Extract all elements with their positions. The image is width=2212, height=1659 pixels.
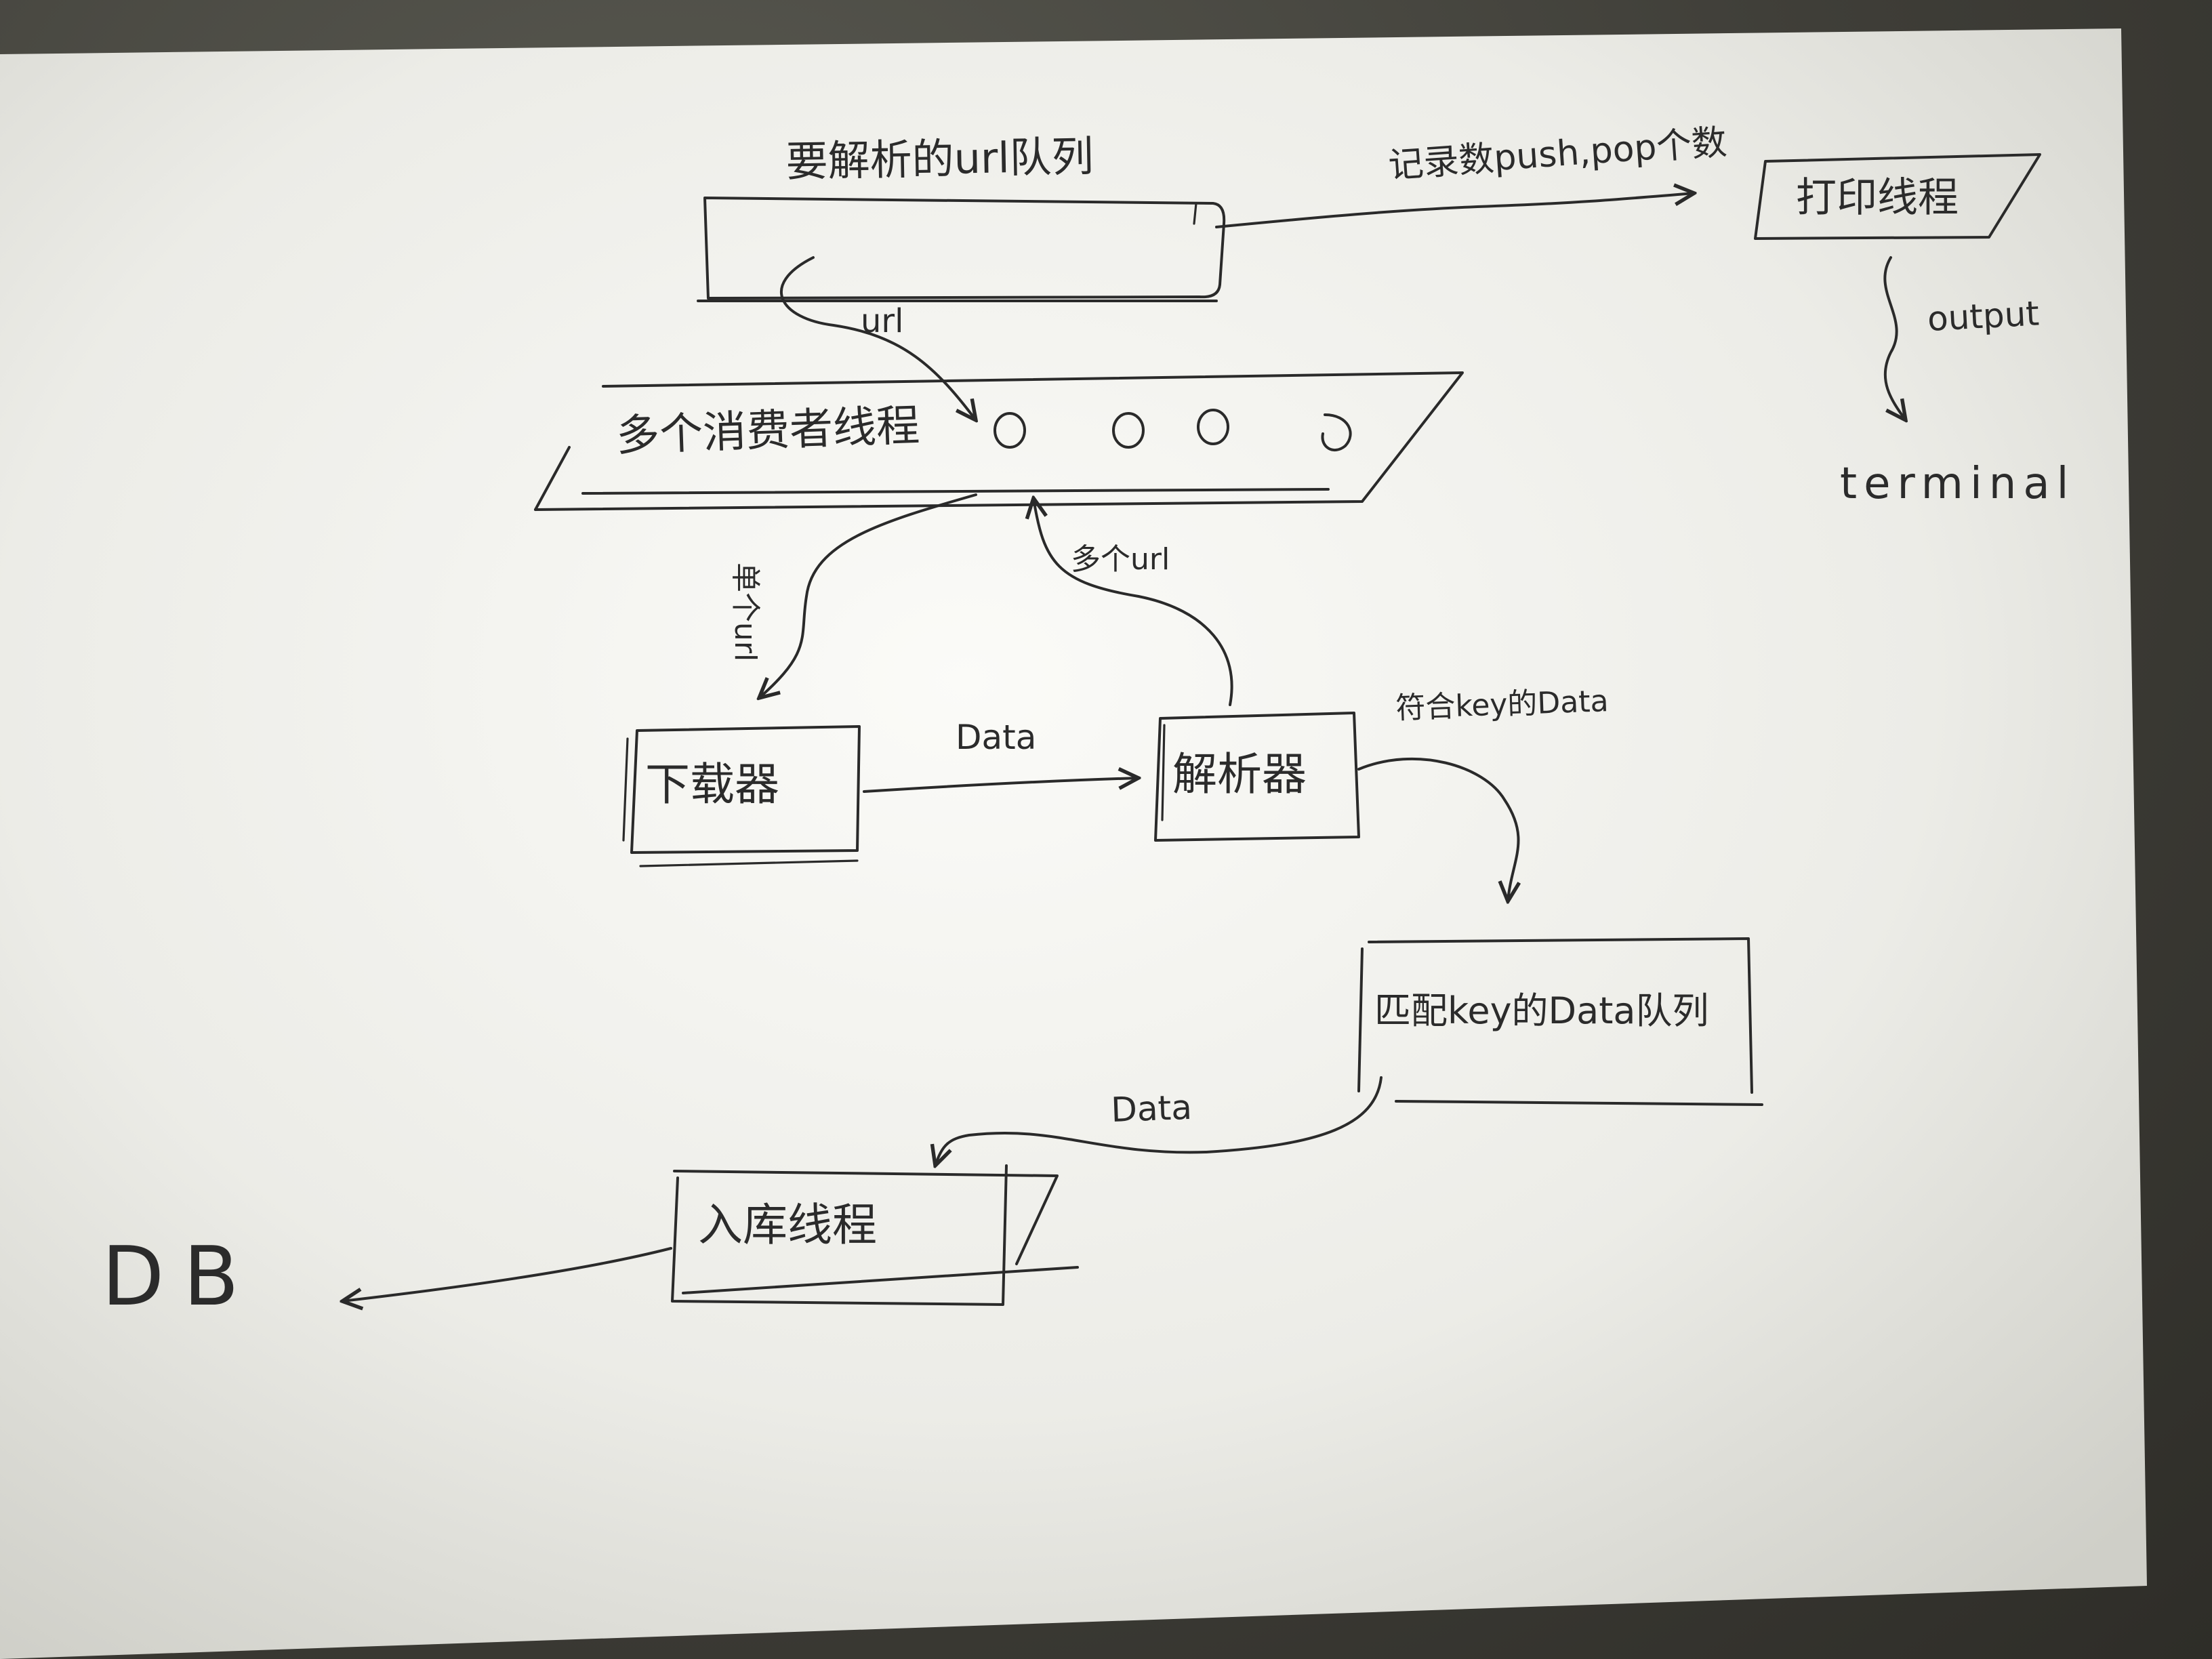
edge-downloader-to-parser-label: Data xyxy=(956,718,1036,757)
edge-printer-to-terminal-label: output xyxy=(1927,293,2041,339)
db-node: DB xyxy=(102,1230,258,1324)
db-label: DB xyxy=(102,1230,258,1324)
edge-downloader-to-parser: Data xyxy=(863,718,1139,793)
edge-match-to-db: Data xyxy=(935,1076,1382,1166)
db-thread-node: 入库线程 xyxy=(671,1164,1079,1306)
parser-label: 解析器 xyxy=(1172,748,1307,800)
thread-circle xyxy=(994,412,1026,449)
edge-dbthread-to-db xyxy=(342,1247,672,1301)
edge-parser-to-match-label: 符合key的Data xyxy=(1395,684,1610,726)
edge-printer-to-terminal: output xyxy=(1883,256,2041,420)
edge-match-to-db-label: Data xyxy=(1110,1088,1192,1130)
edge-consumer-to-downloader-label: 单个url xyxy=(728,562,762,661)
downloader-label: 下载器 xyxy=(645,758,779,811)
match-queue-label: 匹配key的Data队列 xyxy=(1374,989,1708,1032)
downloader-node: 下载器 xyxy=(622,725,861,867)
print-thread-node: 打印线程 xyxy=(1754,153,2041,240)
parser-node: 解析器 xyxy=(1154,712,1360,842)
consumer-threads-node: 多个消费者线程 xyxy=(534,371,1464,511)
edge-consumer-to-downloader: 单个url xyxy=(728,493,977,698)
thread-circle xyxy=(1197,409,1229,445)
paper-sheet xyxy=(0,28,2147,1659)
url-queue-label: 要解析的url队列 xyxy=(785,131,1094,186)
edge-parser-to-consumer: 多个url xyxy=(1033,498,1233,706)
thread-circle xyxy=(1112,412,1145,449)
thread-circle xyxy=(1321,413,1352,451)
edge-queue-to-consumer: url xyxy=(780,256,976,420)
edge-parser-to-match: 符合key的Data xyxy=(1357,684,1610,901)
consumer-threads-label: 多个消费者线程 xyxy=(615,401,920,462)
db-thread-label: 入库线程 xyxy=(698,1199,877,1251)
edge-parser-to-consumer-label: 多个url xyxy=(1071,542,1170,577)
match-queue-node: 匹配key的Data队列 xyxy=(1357,937,1763,1106)
edge-queue-to-consumer-label: url xyxy=(861,302,904,340)
terminal-label: terminal xyxy=(1840,459,2075,509)
terminal-node: terminal xyxy=(1840,459,2075,509)
print-thread-label: 打印线程 xyxy=(1796,174,1959,222)
